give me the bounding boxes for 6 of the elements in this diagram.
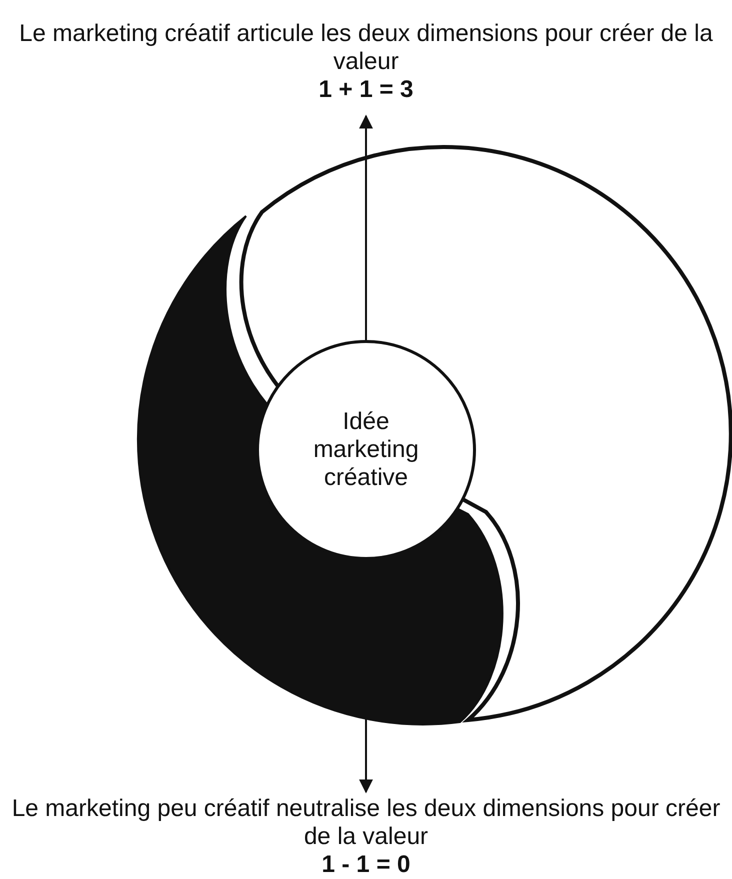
equation-text: 1 - 1 = 0: [322, 851, 410, 879]
arrow: [359, 114, 373, 340]
caption-text: Le marketing créatif articule les deux dimensions pour créer de la valeur: [18, 20, 714, 76]
caption-text: Le marketing peu créatif neutralise les deux dimensions pour créer de la valeur: [10, 795, 722, 851]
equation-text: 1 + 1 = 3: [318, 76, 414, 104]
circle-label: Idée marketing créative: [312, 408, 420, 492]
